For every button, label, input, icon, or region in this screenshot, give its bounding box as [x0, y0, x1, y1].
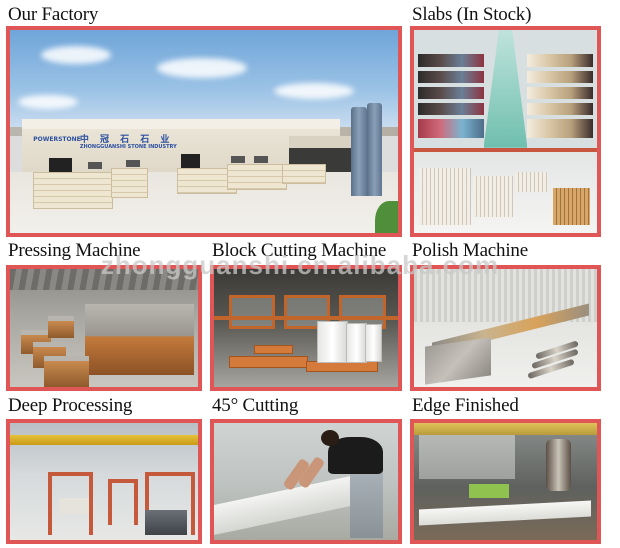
- photo-divider: [414, 147, 597, 152]
- pressing-machine-unit: [85, 304, 195, 376]
- 45-cutting-photo: [210, 419, 402, 544]
- sky: [10, 30, 398, 132]
- stone-piece: [58, 497, 89, 515]
- mould-crate: [47, 316, 74, 338]
- finished-stone-edge: [419, 500, 592, 526]
- overhead-crane-beam: [10, 434, 198, 446]
- 45-cutting-scene: [214, 423, 398, 540]
- slab-stack: [553, 188, 590, 225]
- factory-roof: [21, 119, 340, 130]
- slab-row: [527, 54, 594, 67]
- slab-stack: [514, 172, 548, 193]
- pressing-machine-scene: [10, 269, 198, 387]
- polish-machine-photo: [410, 265, 601, 391]
- cutting-machine-frame: [228, 294, 276, 330]
- label-45-cutting: 45° Cutting: [212, 395, 299, 416]
- stone-pallets: [227, 163, 288, 191]
- slab-row: [527, 70, 594, 83]
- mould-crate: [43, 356, 89, 387]
- window: [87, 161, 102, 169]
- edge-finished-photo: [410, 419, 601, 544]
- green-stone-piece: [468, 483, 510, 498]
- slab-row: [527, 86, 594, 99]
- silo: [351, 107, 367, 197]
- grinding-spindle: [545, 439, 572, 491]
- stone-slab: [424, 337, 491, 385]
- label-block-cutting-machine: Block Cutting Machine: [212, 240, 387, 261]
- pressing-machine-photo: [6, 265, 202, 391]
- cloud: [157, 58, 248, 79]
- label-slabs-in-stock: Slabs (In Stock): [412, 4, 532, 25]
- gantry-crane: [47, 472, 94, 535]
- transfer-cart: [228, 356, 308, 368]
- sign-logo: POWERSTONE: [33, 135, 81, 143]
- worker: [328, 437, 384, 475]
- stone-block: [364, 324, 382, 362]
- workshop-roof: [10, 269, 198, 291]
- machine-top-rail: [414, 423, 597, 435]
- label-deep-processing: Deep Processing: [8, 395, 133, 416]
- deep-processing-scene: [10, 423, 198, 540]
- window: [231, 155, 246, 163]
- label-our-factory: Our Factory: [8, 4, 99, 25]
- slab-warehouse-scene: [414, 30, 597, 233]
- stone-pallets: [176, 168, 238, 195]
- slab-row: [417, 54, 484, 67]
- gantry-crane: [145, 472, 195, 535]
- stone-block: [346, 323, 367, 364]
- factory-exterior-scene: POWERSTONE 中 冠 石 石 业 ZHONGGUANSHI STONE …: [10, 30, 398, 233]
- window: [254, 155, 269, 163]
- worker-head: [320, 430, 340, 447]
- sign-chinese: 中 冠 石 石 业: [79, 134, 174, 145]
- machine-panel: [419, 434, 515, 480]
- stone-pallets: [281, 163, 327, 185]
- window: [126, 159, 141, 167]
- our-factory-photo: POWERSTONE 中 冠 石 石 业 ZHONGGUANSHI STONE …: [6, 26, 402, 237]
- block-cutting-scene: [214, 269, 398, 387]
- slab-stack: [472, 176, 513, 217]
- deep-processing-photo: [6, 419, 202, 544]
- slab-row: [417, 103, 484, 116]
- cloud: [41, 46, 112, 65]
- cloud: [273, 82, 354, 99]
- slab-row: [417, 70, 484, 83]
- cloud: [17, 94, 78, 109]
- cutting-machine-frame: [283, 294, 331, 330]
- gantry-crane: [107, 479, 139, 526]
- processing-machine: [145, 509, 187, 536]
- slab-row: [417, 119, 484, 138]
- slab-stack: [419, 168, 471, 225]
- stone-pallets: [110, 168, 148, 199]
- sign-english: ZHONGGUANSHI STONE INDUSTRY: [79, 143, 177, 150]
- block-cutting-machine-photo: [210, 265, 402, 391]
- silo: [366, 103, 383, 197]
- slabs-in-stock-photo: [410, 26, 601, 237]
- label-pressing-machine: Pressing Machine: [8, 240, 141, 261]
- label-edge-finished: Edge Finished: [412, 395, 519, 416]
- worker-apron: [350, 469, 384, 538]
- slab-row: [527, 103, 594, 116]
- edge-finishing-scene: [414, 423, 597, 540]
- slab-row: [417, 86, 484, 99]
- slab-row: [527, 119, 594, 138]
- stone-block: [317, 320, 349, 364]
- polish-machine-scene: [414, 269, 597, 387]
- transfer-cart: [254, 344, 294, 354]
- machine-rail: [214, 316, 398, 320]
- stone-pallets: [33, 172, 113, 209]
- grass: [374, 200, 398, 233]
- label-polish-machine: Polish Machine: [412, 240, 528, 261]
